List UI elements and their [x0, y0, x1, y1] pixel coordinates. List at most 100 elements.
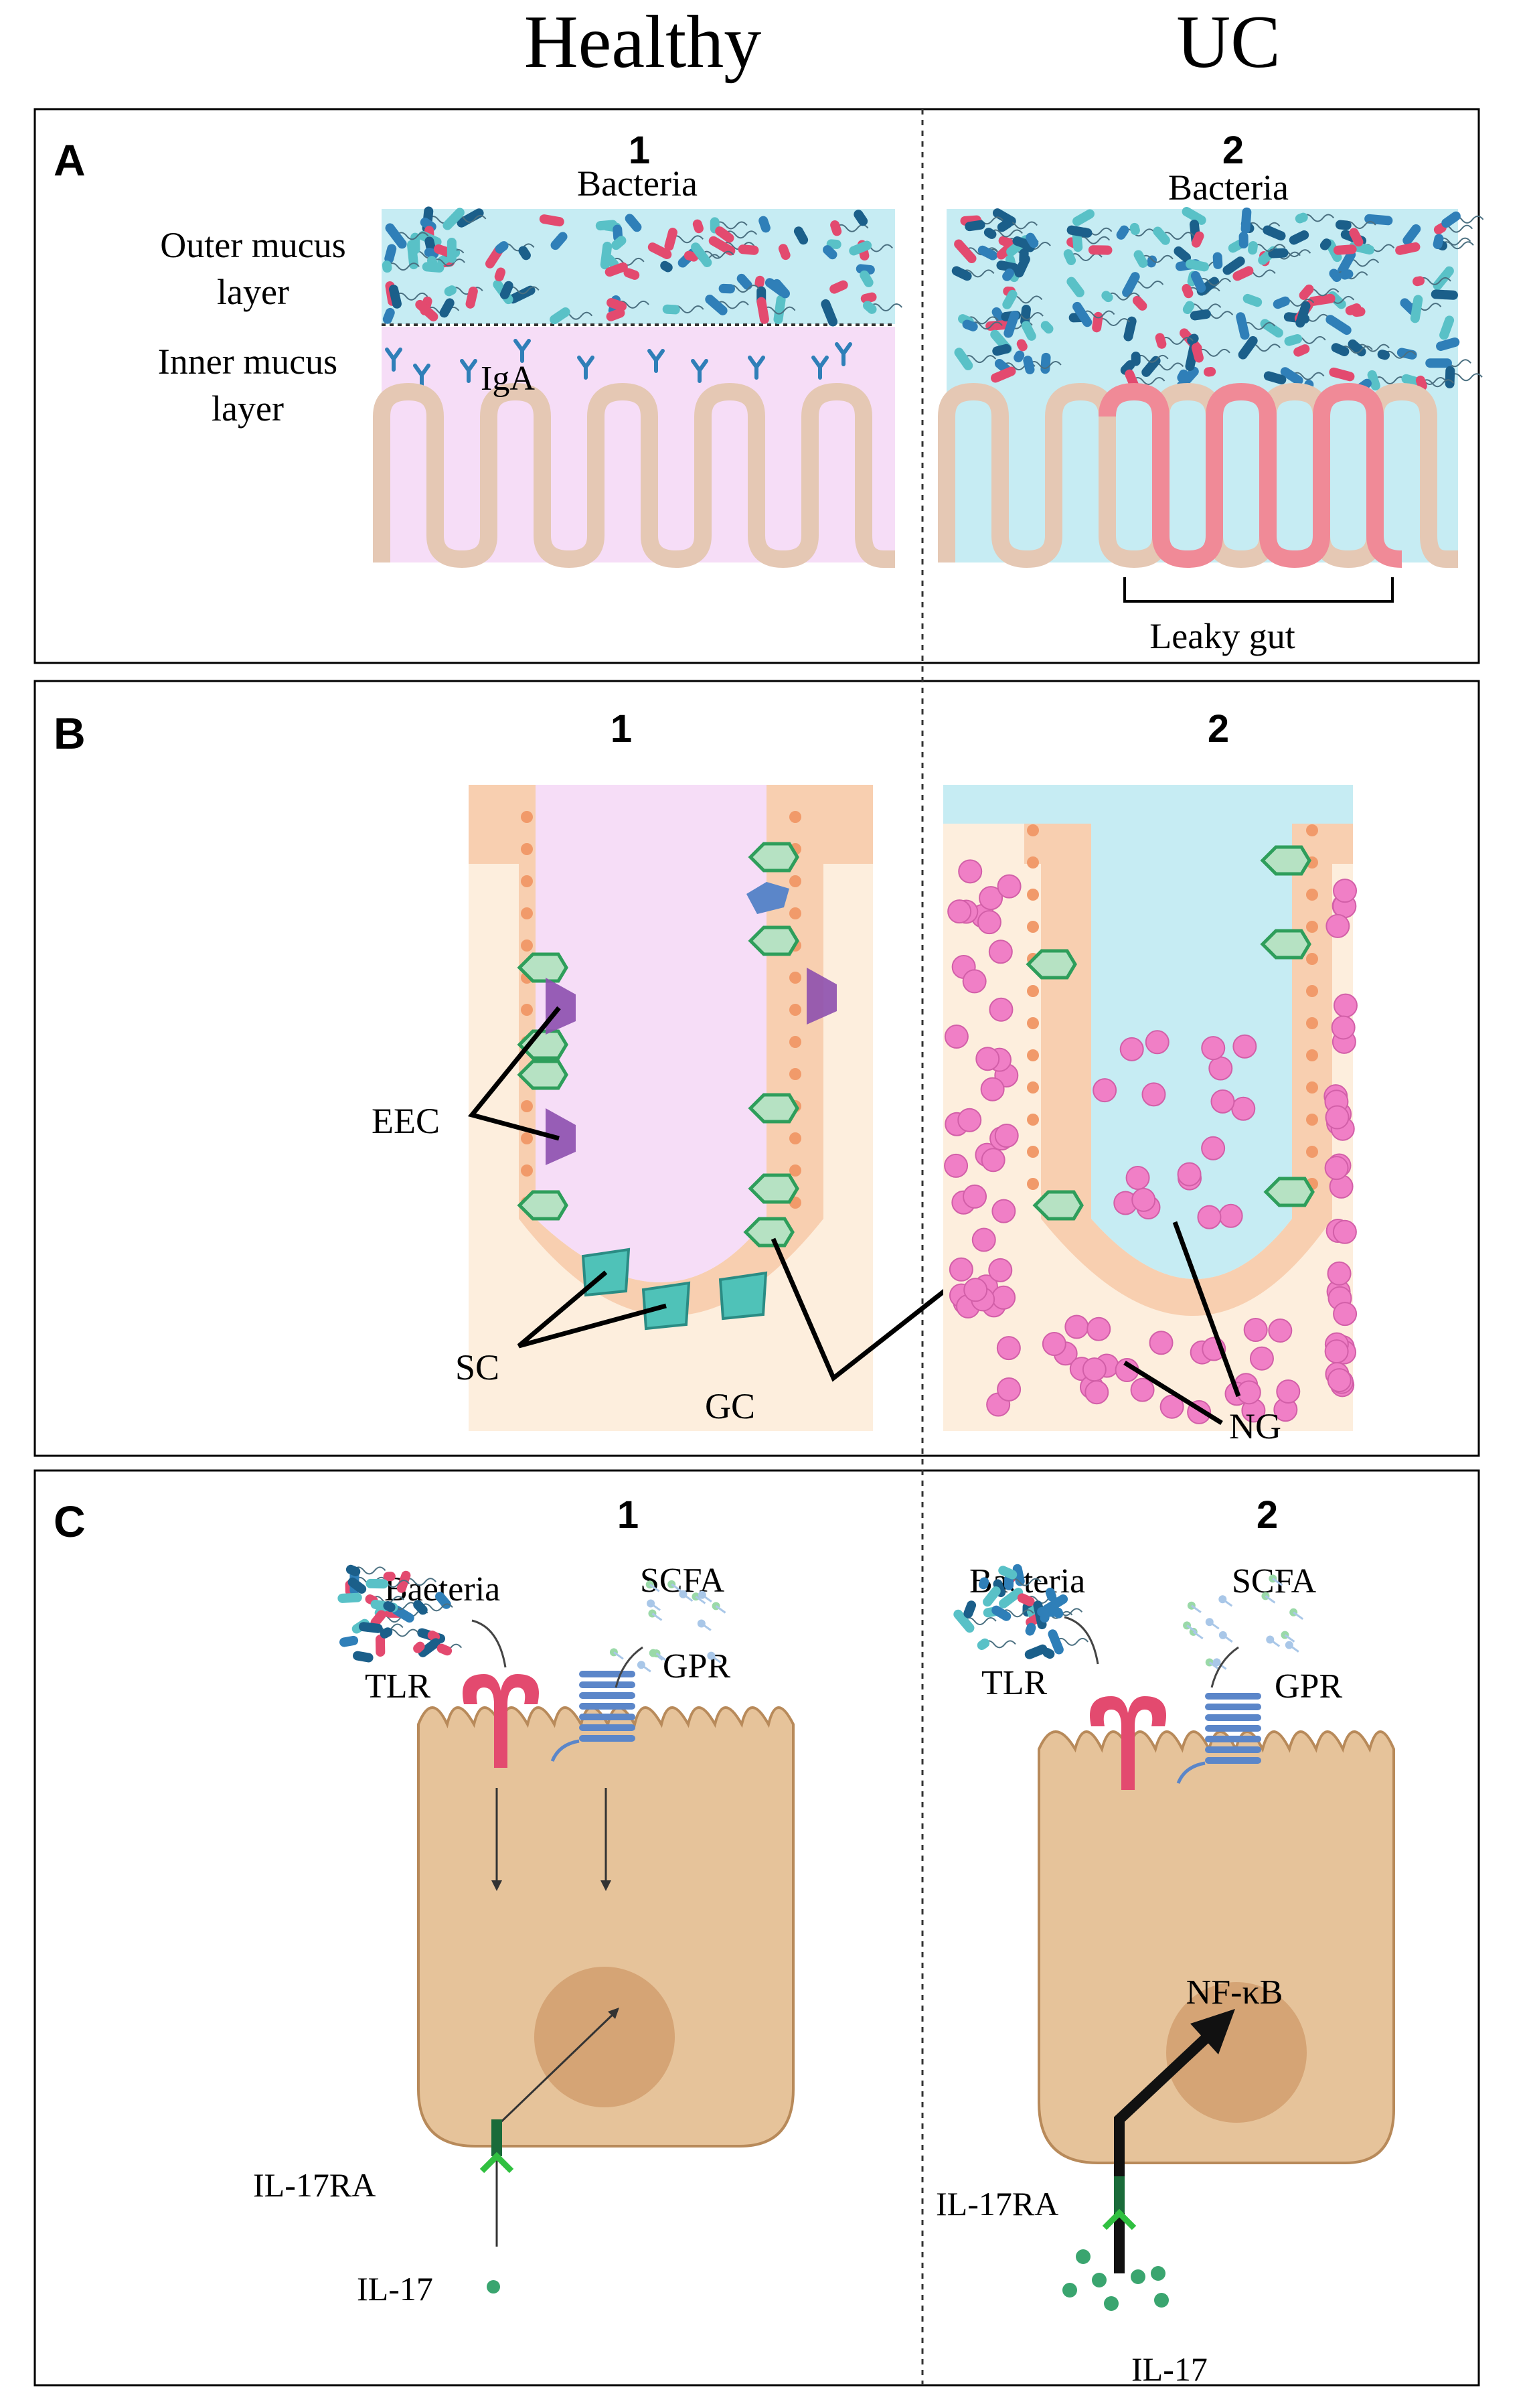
flagella	[432, 258, 465, 267]
neutrophil	[991, 1199, 1016, 1223]
bacterium	[1133, 250, 1148, 268]
neutrophil	[1333, 1302, 1358, 1327]
nucleus-dot	[1306, 1081, 1318, 1094]
tlr-label-healthy: TLR	[365, 1667, 431, 1706]
bacterium	[830, 220, 842, 236]
nucleus-dot	[1027, 1081, 1039, 1094]
bacterium	[1051, 1607, 1064, 1619]
bacterium	[1177, 369, 1189, 382]
gpr-helix	[1205, 1725, 1261, 1732]
flagella	[1140, 254, 1174, 263]
bacterium	[829, 280, 848, 294]
bacterium	[1155, 333, 1167, 349]
neutrophil	[991, 1285, 1016, 1310]
bacterium	[1040, 352, 1051, 374]
gpr-helix	[579, 1703, 635, 1710]
neutrophil	[971, 1227, 996, 1252]
bacterium	[1019, 248, 1029, 265]
stem-cell	[718, 1271, 768, 1321]
bacterium	[605, 262, 628, 277]
flagella	[1000, 1609, 1034, 1618]
bacterium	[997, 218, 1013, 232]
bacterium	[1132, 295, 1147, 311]
nucleus-dot	[1027, 1178, 1039, 1190]
bacterium	[773, 295, 786, 324]
nucleus-dot	[521, 843, 533, 855]
bacterium	[1238, 232, 1248, 249]
nucleus-dot	[1306, 1114, 1318, 1126]
gpr-tail	[550, 1739, 580, 1762]
bacterium	[1333, 244, 1357, 255]
bacterium	[345, 1564, 361, 1576]
tlr-receptor	[1090, 1696, 1166, 1790]
neutrophil	[963, 1184, 987, 1209]
nfkb-activation-arrow	[1114, 2035, 1209, 2273]
bacterium	[1284, 334, 1303, 346]
nucleus-dot	[521, 939, 533, 952]
flagella	[352, 1566, 386, 1575]
bacterium	[382, 307, 395, 324]
bacterium	[436, 1643, 453, 1656]
bacterium	[1016, 339, 1028, 352]
bacterium	[1190, 309, 1211, 321]
bacterium	[1236, 312, 1250, 340]
neutrophil	[1093, 1078, 1117, 1103]
neutrophil	[962, 969, 987, 994]
il17-molecule	[1151, 2266, 1165, 2281]
scfa-bond	[701, 1594, 712, 1603]
goblet-cell	[743, 1217, 795, 1248]
nucleus-dot	[1027, 985, 1039, 997]
nucleus-dot	[1027, 889, 1039, 901]
bacterium	[660, 260, 673, 273]
neutrophil	[1210, 1089, 1235, 1114]
bacterium	[337, 1592, 362, 1603]
neutrophil	[1333, 993, 1358, 1018]
nucleus-dot	[789, 1036, 801, 1048]
scfa-arrow	[1210, 1646, 1239, 1688]
panel-a-frame	[33, 108, 1480, 664]
bacterium	[1116, 225, 1129, 240]
nucleus-dot	[1306, 824, 1318, 836]
gpr-helix	[579, 1681, 635, 1688]
neutrophil	[1159, 1394, 1184, 1419]
neutrophil-granulocytes	[944, 859, 1358, 1424]
bacterium	[375, 1635, 386, 1657]
bacterium	[718, 283, 735, 294]
scfa-bond	[641, 1664, 651, 1673]
ng-label: NG	[1229, 1406, 1281, 1446]
panel-b-letter: B	[54, 708, 86, 758]
bacterium	[1445, 366, 1455, 388]
il17ra-head	[1102, 2208, 1137, 2231]
bacterium	[1329, 367, 1355, 382]
bacterium	[339, 1635, 359, 1647]
nucleus-dot	[789, 1164, 801, 1177]
enteroendocrine-cell	[546, 1108, 576, 1165]
bacterium	[611, 236, 627, 250]
bacterium	[465, 286, 478, 309]
bacterium	[1040, 1608, 1050, 1623]
bacterium	[662, 304, 680, 315]
nucleus-dot	[521, 875, 533, 887]
goblet-cell	[748, 842, 799, 873]
flagella	[1340, 346, 1373, 354]
bacterium	[1017, 1593, 1035, 1606]
bacterium	[1349, 228, 1364, 247]
bacterium	[1191, 343, 1204, 363]
bacteria-cluster-uc	[951, 207, 1484, 394]
nucleus-dot	[789, 1004, 801, 1016]
nucleus-dot	[521, 811, 533, 823]
sc-pointer-line	[517, 1270, 667, 1349]
panel-a-number-1: 1	[629, 129, 650, 172]
bacterium	[1023, 356, 1035, 374]
bacterium	[998, 1566, 1018, 1580]
bacterium	[413, 1641, 425, 1653]
il17-molecule	[1104, 2296, 1119, 2311]
nucleus-dot	[789, 972, 801, 984]
flagella	[1449, 373, 1483, 382]
bacterium	[1425, 358, 1452, 368]
neutrophil	[1084, 1380, 1109, 1405]
nucleus-uc	[1166, 1982, 1307, 2123]
neutrophil	[957, 1108, 982, 1132]
leaky-gut-label: Leaky gut	[1149, 616, 1295, 656]
